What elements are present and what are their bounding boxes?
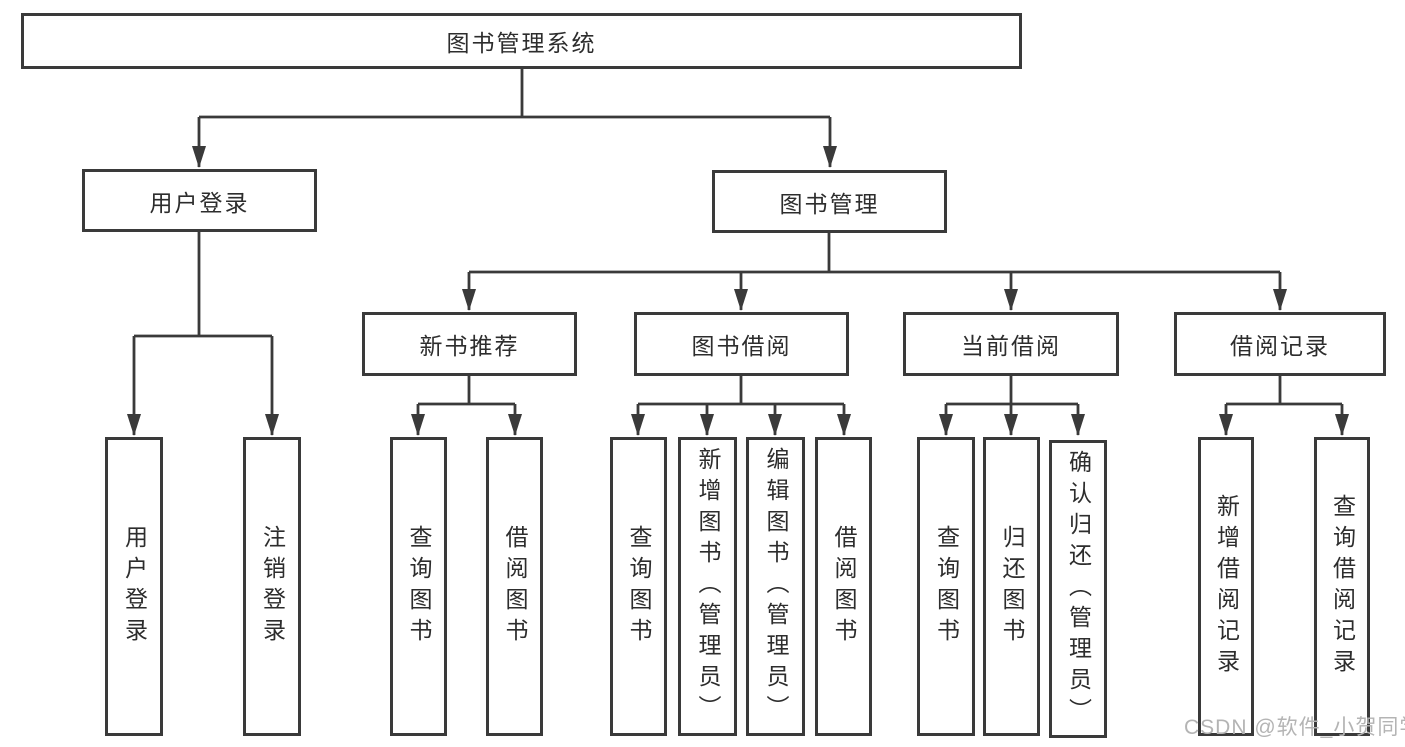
leaf-borrow-books-borrowing: 借阅图书 [815, 437, 872, 736]
leaf-user-login: 用户登录 [105, 437, 163, 736]
connector-new-book-recommendation-to-leaves [411, 376, 522, 436]
node-borrowing-records: 借阅记录 [1174, 312, 1386, 376]
leaf-query-borrow-record: 查询借阅记录 [1314, 437, 1370, 736]
leaf-confirm-return-admin: 确认归还（管理员） [1049, 440, 1107, 738]
connector-borrowing-records-to-leaves [1219, 376, 1349, 436]
connector-book-borrowing-to-leaves [631, 376, 851, 436]
node-current-borrowing: 当前借阅 [903, 312, 1119, 376]
connector-user-login-to-leaves [127, 232, 279, 436]
node-book-management: 图书管理 [712, 170, 947, 233]
leaf-add-borrow-record: 新增借阅记录 [1198, 437, 1254, 736]
node-book-borrowing: 图书借阅 [634, 312, 849, 376]
node-library-system: 图书管理系统 [21, 13, 1022, 69]
connector-current-borrowing-to-leaves [939, 376, 1085, 436]
leaf-edit-book-admin: 编辑图书（管理员） [746, 437, 805, 736]
leaf-query-books-current: 查询图书 [917, 437, 975, 736]
leaf-query-books-recommend: 查询图书 [390, 437, 447, 736]
csdn-watermark: CSDN @软件_小贺同学 [1184, 716, 1405, 739]
connector-book-management-to-level3 [462, 233, 1287, 311]
connector-root-to-level2 [192, 69, 837, 168]
leaf-query-books-borrowing: 查询图书 [610, 437, 667, 736]
leaf-return-book: 归还图书 [983, 437, 1040, 736]
leaf-logout: 注销登录 [243, 437, 301, 736]
node-user-login: 用户登录 [82, 169, 317, 232]
leaf-add-book-admin: 新增图书（管理员） [678, 437, 737, 736]
node-new-book-recommendation: 新书推荐 [362, 312, 577, 376]
leaf-borrow-books-recommend: 借阅图书 [486, 437, 543, 736]
